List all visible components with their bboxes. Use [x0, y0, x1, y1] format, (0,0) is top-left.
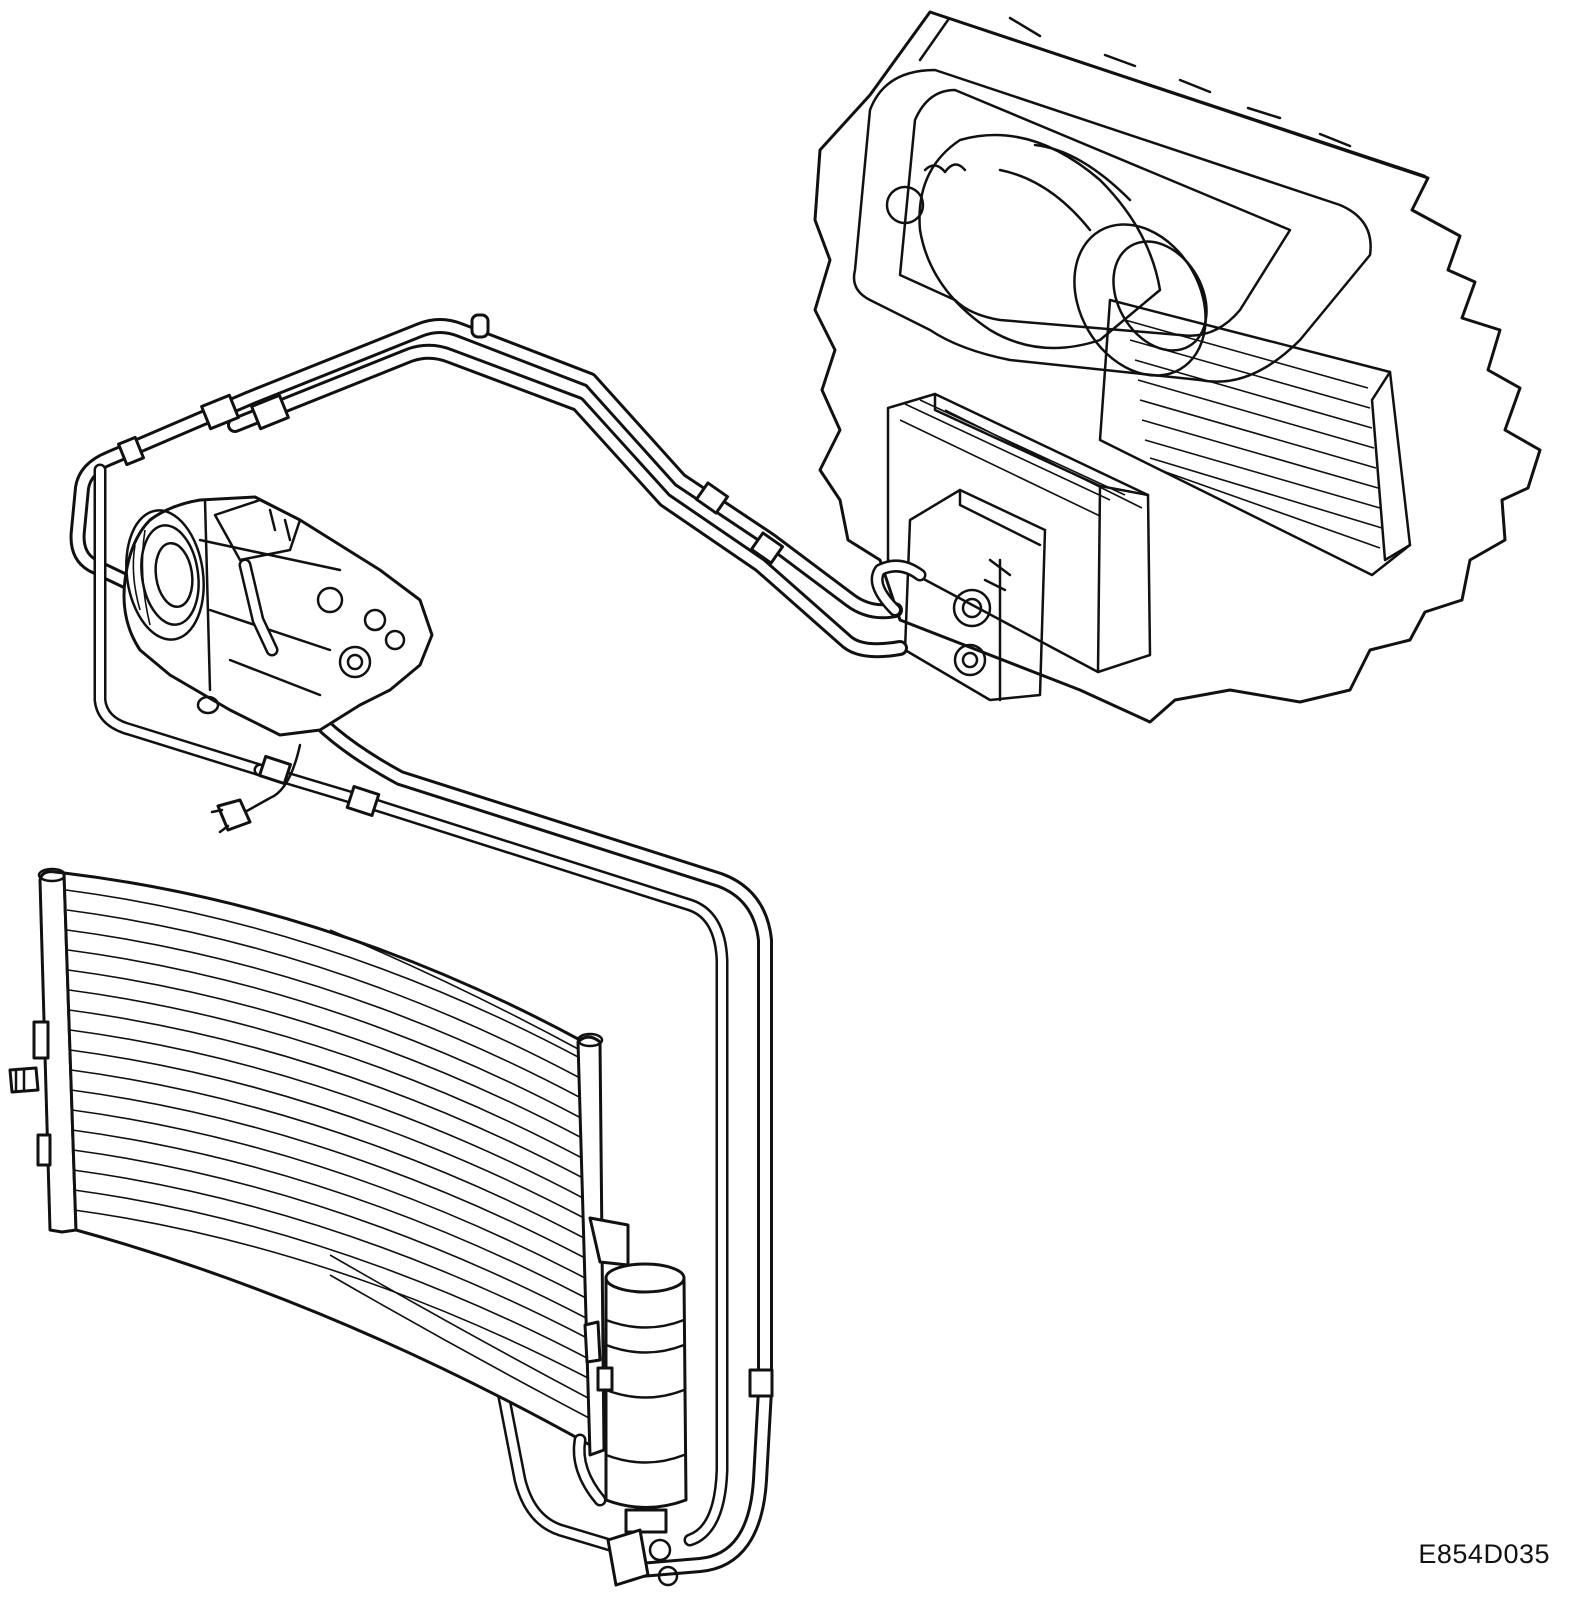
figure-code-label: E854D035 — [1418, 1539, 1550, 1569]
receiver-drier-icon — [572, 1262, 688, 1587]
condenser-fins — [65, 889, 590, 1419]
refrigerant-line-icon — [69, 313, 927, 1578]
cabin-filter-pleats — [1124, 319, 1383, 549]
condenser-icon — [8, 867, 630, 1457]
hvac-housing-icon — [813, 10, 1542, 724]
compressor-icon — [122, 495, 434, 737]
